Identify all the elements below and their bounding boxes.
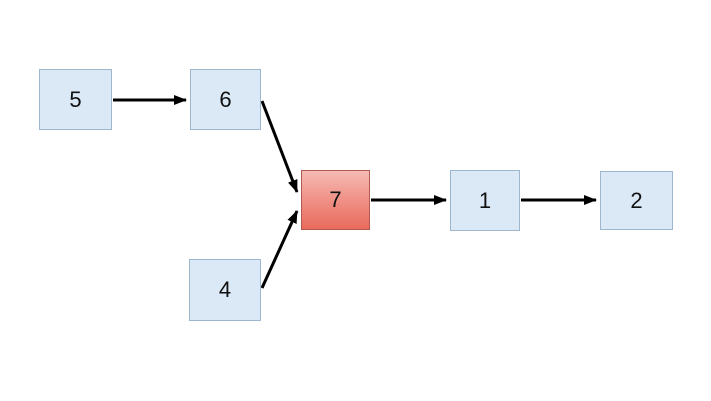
node-7: 7: [301, 170, 370, 230]
node-label: 5: [69, 86, 82, 112]
node-1: 1: [450, 170, 520, 231]
node-label: 1: [478, 187, 492, 213]
node-label: 6: [219, 86, 232, 112]
node-4: 4: [189, 259, 261, 321]
node-label: 7: [329, 187, 342, 212]
edge-arrow-4-to-7: [260, 210, 299, 289]
node-label: 2: [630, 187, 643, 213]
node-2: 2: [600, 171, 673, 230]
node-label: 4: [218, 277, 232, 302]
node-5: 5: [39, 69, 112, 130]
edge-arrow-6-to-7: [260, 100, 299, 193]
node-6: 6: [190, 69, 261, 130]
